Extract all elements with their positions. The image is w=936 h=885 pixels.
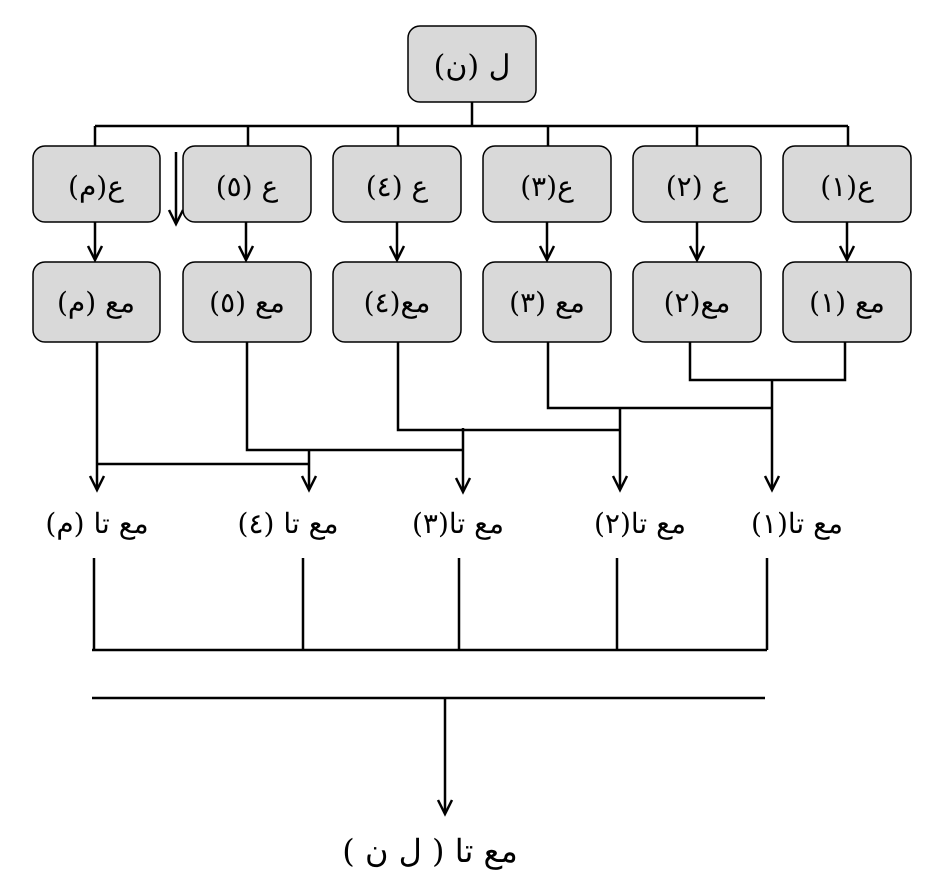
summation-bracket bbox=[92, 558, 769, 700]
cross-wiring bbox=[88, 342, 847, 495]
box-ain-m-label: ع(م) bbox=[68, 170, 124, 203]
row-2-boxes: مع (م) مع (٥) مع(٤) مع (٣) مع(٢) مع (١) bbox=[32, 261, 912, 343]
result-m: مع تا (م) bbox=[45, 507, 148, 540]
box-maa-5-label: مع (٥) bbox=[209, 286, 285, 319]
result-3: مع تا(٣) bbox=[412, 507, 504, 540]
row-arrows bbox=[86, 222, 856, 263]
box-ain-1-label: ع(١) bbox=[820, 170, 874, 203]
top-bus bbox=[93, 102, 850, 146]
row-1-boxes: ع(م) ع (٥) ع (٤) ع(٣) ع (٢) ع(١) bbox=[32, 145, 912, 223]
box-maa-m-label: مع (م) bbox=[57, 286, 135, 319]
box-maa-2 bbox=[632, 261, 762, 343]
box-maa-1 bbox=[782, 261, 912, 343]
box-ain-m bbox=[32, 145, 161, 223]
box-ain-2-label: ع (٢) bbox=[666, 170, 729, 203]
stray-arrow bbox=[167, 152, 185, 227]
box-ain-4-label: ع (٤) bbox=[366, 170, 429, 203]
box-ain-3-label: ع(٣) bbox=[520, 170, 574, 203]
root-node: ل (ن) bbox=[407, 25, 537, 103]
final-label: مع تا ( ل ن ) bbox=[342, 832, 517, 870]
box-maa-1-label: مع (١) bbox=[809, 286, 885, 319]
final-output: مع تا ( ل ن ) bbox=[342, 698, 518, 870]
box-ain-5-label: ع (٥) bbox=[216, 170, 279, 203]
box-maa-4-label: مع(٤) bbox=[364, 286, 431, 319]
result-4: مع تا (٤) bbox=[238, 507, 339, 540]
result-1: مع تا(١) bbox=[751, 507, 843, 540]
box-maa-3-label: مع (٣) bbox=[509, 286, 585, 319]
box-maa-2-label: مع(٢) bbox=[664, 286, 731, 319]
result-2: مع تا(٢) bbox=[594, 507, 686, 540]
root-label: ل (ن) bbox=[434, 49, 511, 84]
result-labels: مع تا (م) مع تا (٤) مع تا(٣) مع تا(٢) مع… bbox=[45, 507, 843, 540]
